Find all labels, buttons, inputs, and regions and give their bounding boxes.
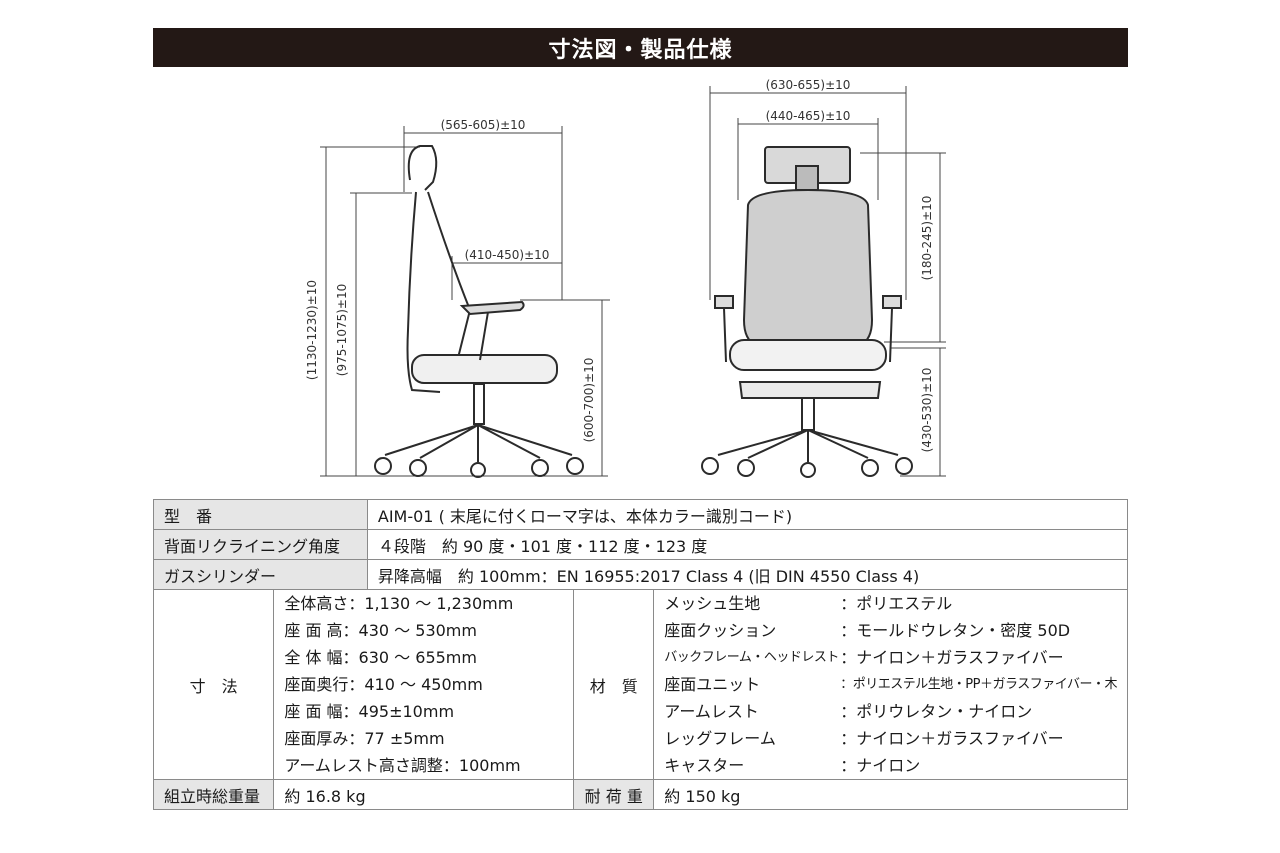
side-back-height-label: (975-1075)±10 — [335, 284, 349, 376]
load-value: 約 150 kg — [653, 779, 1128, 810]
side-seat-depth-label: (410-450)±10 — [465, 248, 550, 262]
list-item: キャスター ：ナイロン — [664, 752, 1117, 779]
list-item: アームレスト高さ調整：100mm — [284, 756, 521, 775]
front-view-dimension-lines — [709, 86, 946, 477]
material-name: メッシュ生地 — [664, 594, 761, 613]
material-name: 座面クッション — [664, 621, 777, 640]
list-item: 全体高さ：1,130 〜 1,230mm — [284, 594, 514, 613]
table-row: 型 番 AIM-01 ( 末尾に付くローマ字は、本体カラー識別コード) — [153, 499, 1129, 530]
list-item: バックフレーム・ヘッドレスト：ナイロン＋ガラスファイバー — [664, 644, 1117, 671]
size-list: 全体高さ：1,130 〜 1,230mm 座 面 高：430 〜 530mm 全… — [273, 589, 575, 780]
list-item: アームレスト ：ポリウレタン・ナイロン — [664, 698, 1117, 725]
chair-front-view-icon — [701, 146, 913, 478]
material-list: メッシュ生地 ：ポリエステル 座面クッション ：モールドウレタン・密度 50D バッ… — [653, 589, 1128, 780]
recline-value: ４段階 約 90 度・101 度・112 度・123 度 — [366, 529, 1129, 560]
side-view-dimension-lines — [320, 126, 610, 477]
list-item: メッシュ生地 ：ポリエステル — [664, 590, 1117, 617]
material-label: 材 質 — [573, 589, 655, 780]
material-name: レッグフレーム — [664, 729, 776, 748]
list-item: レッグフレーム ：ナイロン＋ガラスファイバー — [664, 725, 1117, 752]
material-value: ：ナイロン＋ガラスファイバー — [840, 648, 1064, 667]
side-depth-label: (565-605)±10 — [441, 118, 526, 132]
size-label: 寸 法 — [152, 589, 275, 780]
table-row: 寸 法 全体高さ：1,130 〜 1,230mm 座 面 高：430 〜 530… — [152, 589, 1128, 780]
front-head-range-label: (180-245)±10 — [920, 196, 934, 281]
list-item: 座 面 幅：495±10mm — [284, 702, 455, 721]
table-row: 背面リクライニング角度 ４段階 約 90 度・101 度・112 度・123 度 — [153, 529, 1129, 560]
material-name: バックフレーム・ヘッドレスト — [664, 650, 839, 665]
material-value: ：ナイロン＋ガラスファイバー — [840, 729, 1064, 748]
chair-side-view-icon — [374, 145, 584, 478]
page-title: 寸法図・製品仕様 — [153, 28, 1128, 67]
list-item: 全 体 幅：630 〜 655mm — [284, 648, 477, 667]
material-value: ：ポリエステル生地・PP＋ガラスファイバー・木 — [840, 677, 1117, 692]
weight-label: 組立時総重量 — [152, 779, 275, 810]
dimension-drawing: (565-605)±10 (410-450)±10 (1130-1230)±10… — [305, 78, 946, 478]
list-item: 座面厚み：77 ±5mm — [284, 729, 445, 748]
model-value: AIM-01 ( 末尾に付くローマ字は、本体カラー識別コード) — [366, 499, 1129, 530]
side-total-height-label: (1130-1230)±10 — [305, 280, 319, 380]
material-name: キャスター — [664, 756, 745, 775]
front-back-width-label: (440-465)±10 — [766, 109, 851, 123]
material-value: ：モールドウレタン・密度 50D — [840, 621, 1071, 640]
list-item: 座面奥行：410 〜 450mm — [284, 675, 483, 694]
material-name: アームレスト — [664, 702, 759, 721]
list-item: 座 面 高：430 〜 530mm — [284, 621, 477, 640]
gas-cylinder-label: ガスシリンダー — [153, 559, 368, 590]
front-seat-height-label: (430-530)±10 — [920, 368, 934, 453]
model-label: 型 番 — [153, 499, 368, 530]
material-value: ：ポリエステル — [840, 594, 953, 613]
recline-label: 背面リクライニング角度 — [153, 529, 368, 560]
material-value: ：ポリウレタン・ナイロン — [840, 702, 1033, 721]
list-item: 座面クッション ：モールドウレタン・密度 50D — [664, 617, 1117, 644]
front-total-width-label: (630-655)±10 — [766, 78, 851, 92]
material-name: 座面ユニット — [664, 675, 761, 694]
weight-value: 約 16.8 kg — [273, 779, 575, 810]
side-arm-height-label: (600-700)±10 — [582, 358, 596, 443]
table-row: 組立時総重量 約 16.8 kg 耐 荷 重 約 150 kg — [152, 779, 1128, 810]
gas-cylinder-value: 昇降高幅 約 100mm：EN 16955:2017 Class 4 (旧 DI… — [366, 559, 1129, 590]
table-row: ガスシリンダー 昇降高幅 約 100mm：EN 16955:2017 Class… — [153, 559, 1129, 590]
spec-table: 型 番 AIM-01 ( 末尾に付くローマ字は、本体カラー識別コード) 背面リク… — [152, 499, 1129, 810]
list-item: 座面ユニット ：ポリエステル生地・PP＋ガラスファイバー・木 — [664, 671, 1117, 698]
material-value: ：ナイロン — [840, 756, 921, 775]
load-label: 耐 荷 重 — [573, 779, 655, 810]
